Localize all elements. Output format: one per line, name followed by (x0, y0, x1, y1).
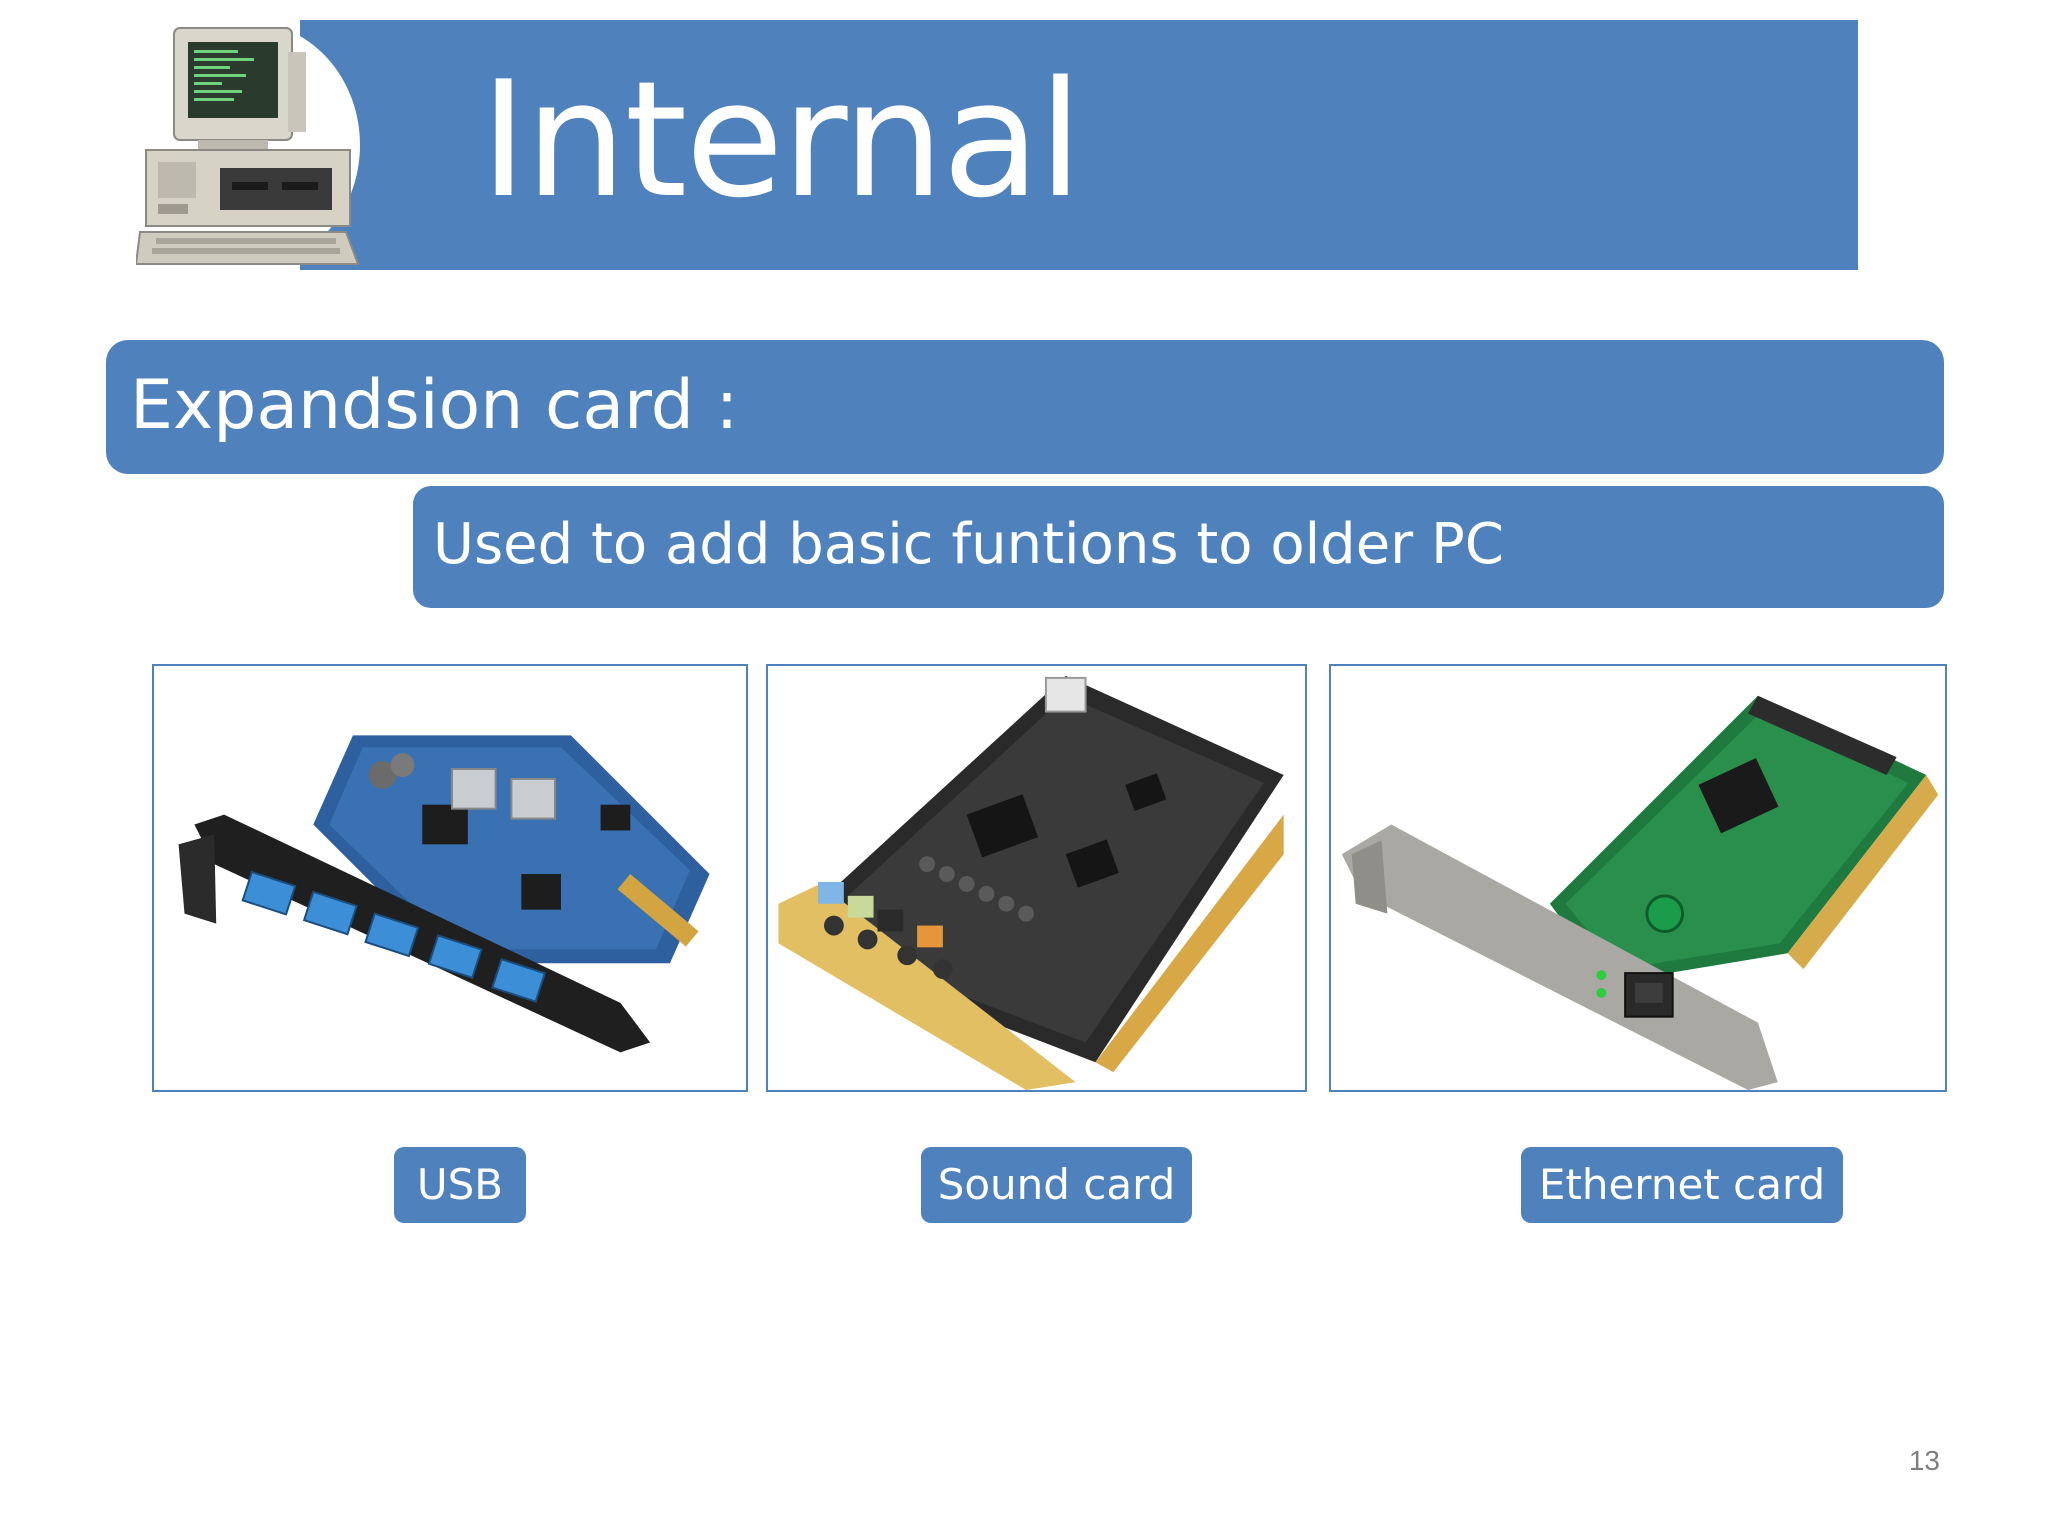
sound-card-frame (766, 664, 1307, 1092)
ethernet-card-label: Ethernet card (1521, 1147, 1843, 1223)
subheading-box: Used to add basic funtions to older PC (413, 486, 1944, 608)
ethernet-card-image (1341, 695, 1939, 1090)
ethernet-card-frame (1329, 664, 1947, 1092)
title-bar (300, 20, 1858, 270)
usb-card-frame (152, 664, 748, 1092)
heading-box: Expandsion card : (106, 340, 1944, 474)
page-number: 13 (1908, 1445, 1940, 1476)
sound-card-label: Sound card (921, 1147, 1192, 1223)
subheading-text: Used to add basic funtions to older PC (433, 512, 1504, 577)
sound-card-image (778, 675, 1284, 1090)
usb-expansion-card-image (178, 735, 710, 1053)
heading-text: Expandsion card : (130, 366, 739, 445)
usb-label: USB (394, 1147, 526, 1223)
computer-icon (134, 22, 360, 268)
